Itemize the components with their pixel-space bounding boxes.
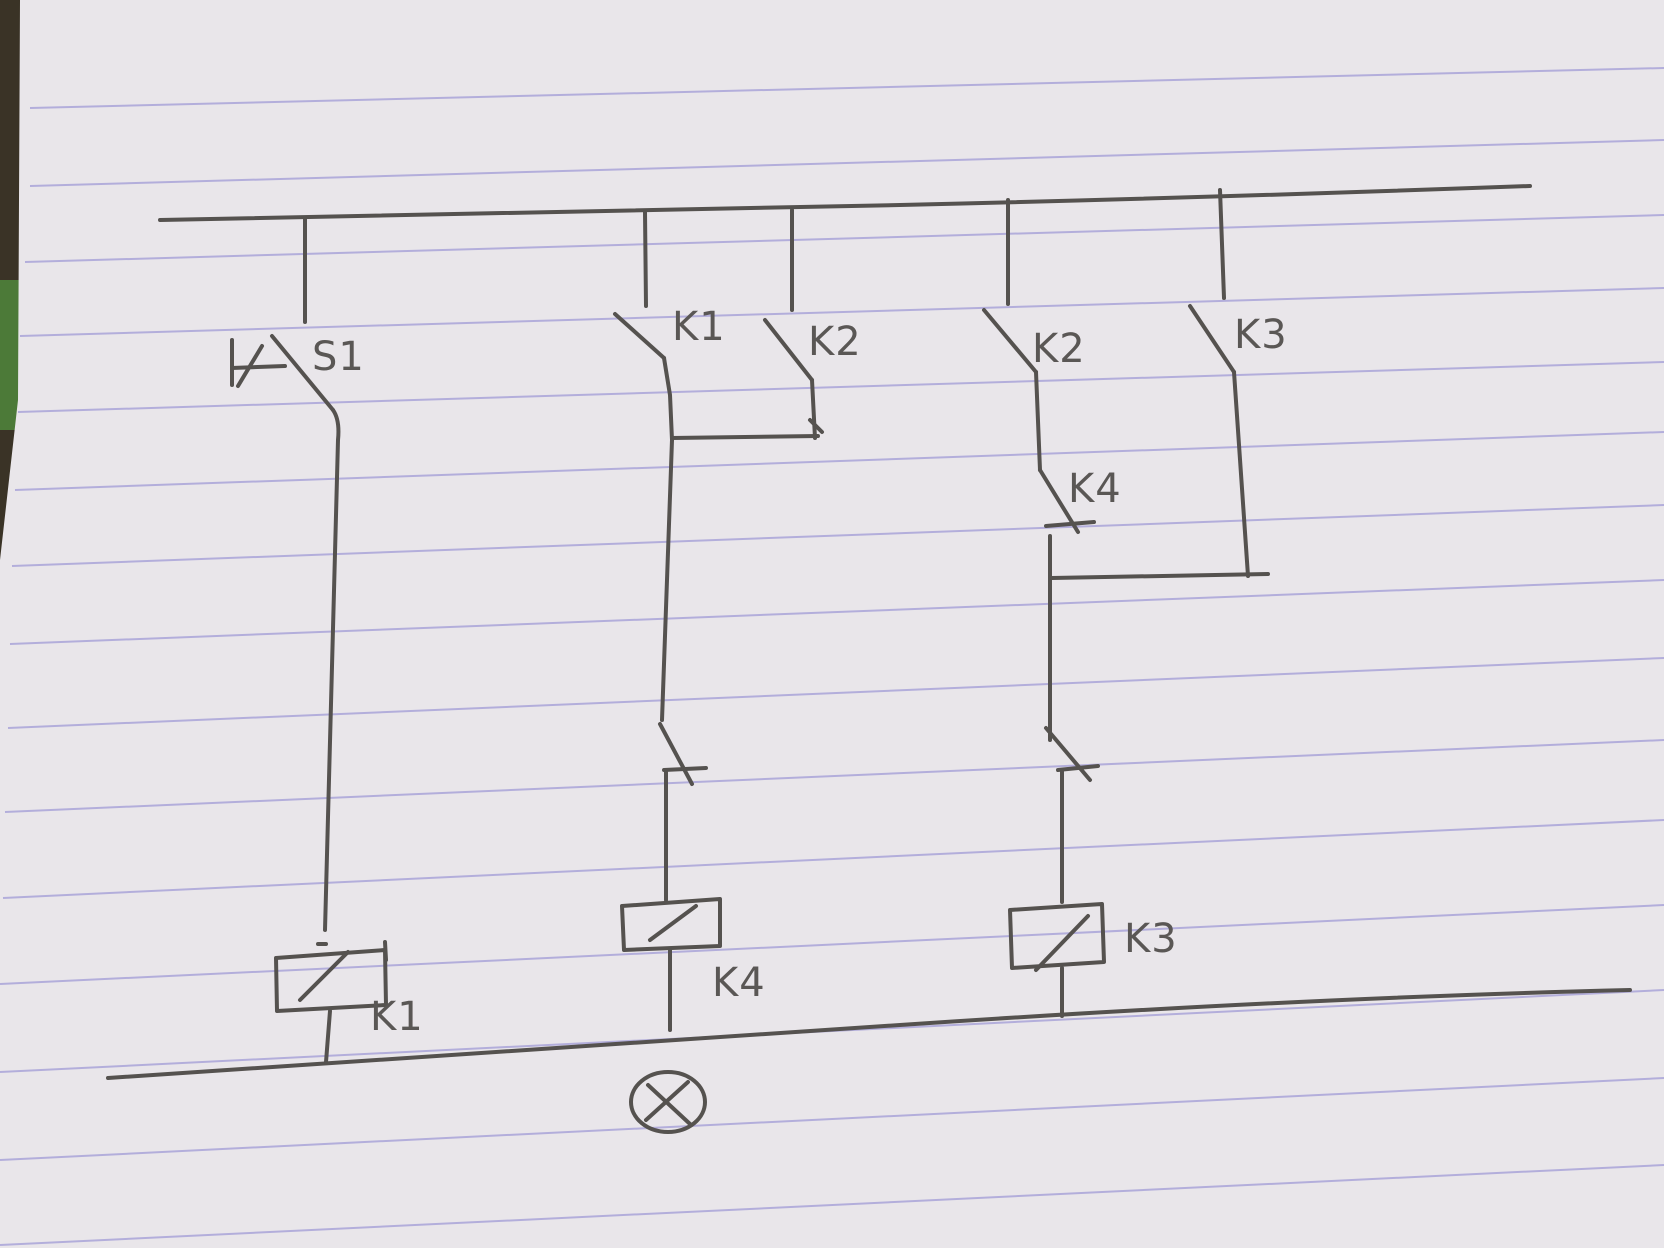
ruled-lines: [0, 67, 1664, 1246]
contact-k1: [613, 312, 666, 360]
nc-contact-rung2: [658, 722, 708, 786]
rung-k2-k3: [982, 188, 1270, 1018]
label-s1: S1: [312, 334, 365, 380]
label-contact-k2-b: K2: [1032, 326, 1086, 372]
pushbutton-s1: [230, 334, 335, 412]
label-contact-k2-a: K2: [808, 319, 862, 365]
contact-k2-a: [763, 318, 814, 382]
nc-contact-rung3: [1044, 726, 1100, 782]
label-contact-k4: K4: [1068, 466, 1122, 512]
label-contact-k1: K1: [672, 304, 726, 350]
top-power-rail: [158, 184, 1532, 222]
label-contact-k3: K3: [1234, 312, 1288, 358]
lamp-symbol: [629, 1070, 707, 1134]
bottom-power-rail: [106, 988, 1632, 1080]
contact-k4: [1038, 468, 1096, 534]
coil-k4: [620, 897, 722, 952]
coil-k1: [274, 940, 388, 1013]
label-coil-k4: K4: [712, 960, 766, 1006]
binding-strip: [0, 280, 22, 430]
rung-s1-k1: [230, 216, 388, 1064]
coil-k3: [1008, 902, 1106, 972]
rung-k1-k2-k4: [613, 208, 824, 1134]
contact-k3: [1188, 304, 1236, 374]
contact-k2-b: [982, 308, 1038, 374]
label-coil-k3: K3: [1124, 916, 1178, 962]
label-coil-k1: K1: [370, 994, 424, 1040]
